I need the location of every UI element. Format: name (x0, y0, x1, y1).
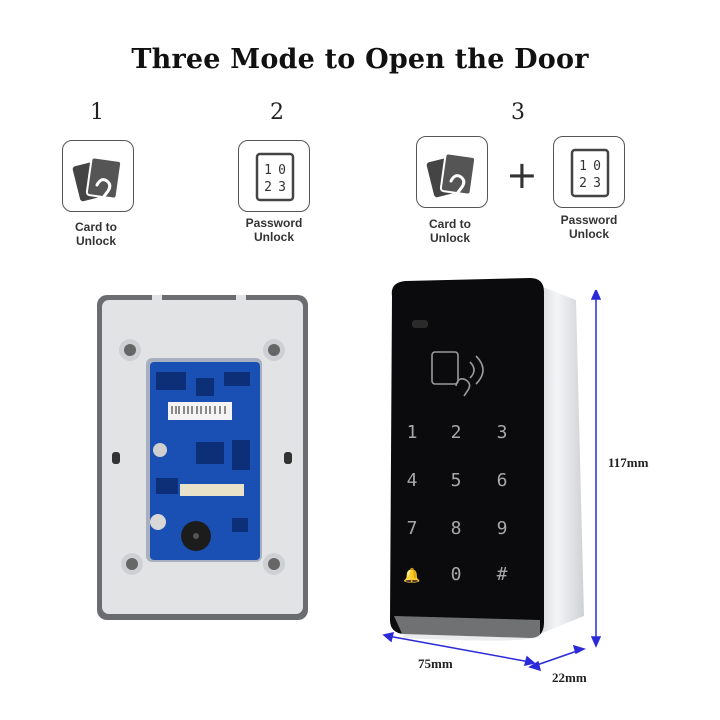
mode-3-password-caption-line1: Password (560, 213, 618, 227)
mode-3-card-tile (416, 136, 488, 208)
keypad-icon-digit-0: 0 (278, 163, 286, 178)
pcb-label-sticker (168, 402, 232, 420)
pcb-connector (180, 484, 244, 496)
mode-3-password-caption-line2: Unlock (568, 227, 609, 241)
keypad-icon: 1 0 2 3 (255, 152, 295, 202)
keypad-key-0: 0 (451, 564, 462, 585)
indicator-led (412, 320, 428, 328)
mode-1-number: 1 (90, 100, 104, 125)
plus-sign: + (506, 153, 538, 197)
keypad-icon-digit-2: 2 (264, 180, 272, 195)
mode-3-number: 3 (511, 100, 525, 125)
mode-2-caption-line1: Password (245, 216, 303, 230)
keypad-key-5: 5 (451, 470, 462, 491)
device-front-photo: 1 2 3 4 5 6 7 8 9 🔔 0 # (390, 278, 584, 641)
keypad-icon-digit-2: 2 (579, 176, 587, 191)
keypad-key-2: 2 (451, 422, 462, 443)
keypad-key-8: 8 (451, 518, 462, 539)
keypad-key-1: 1 (407, 422, 418, 443)
mode-1-caption-line2: Unlock (75, 234, 116, 248)
mode-1-card-tile (62, 140, 134, 212)
mode-3-card-caption: Card to Unlock (395, 217, 505, 245)
mode-2-number: 2 (270, 100, 284, 125)
width-dimension-label: 75mm (418, 656, 453, 671)
device-face (390, 278, 544, 638)
keypad-key-7: 7 (407, 518, 418, 539)
card-icon (72, 156, 123, 202)
keypad-icon: 1 0 2 3 (570, 148, 610, 198)
rfid-card-icon (431, 351, 484, 397)
keypad-icon-digit-0: 0 (593, 159, 601, 174)
device-back-photo (97, 295, 308, 620)
keypad-key-hash: # (497, 564, 508, 585)
keypad-icon-digit-3: 3 (593, 176, 601, 191)
mounting-holes (112, 339, 292, 575)
mode-3-card-caption-line1: Card to (429, 217, 471, 231)
dimension-lines (382, 290, 602, 672)
keypad-key-6: 6 (497, 470, 508, 491)
keypad-icon-digit-1: 1 (264, 163, 272, 178)
mode-3-keypad-tile: 1 0 2 3 (553, 136, 625, 208)
mode-2-keypad-tile: 1 0 2 3 (238, 140, 310, 212)
mode-3-password-caption: Password Unlock (534, 213, 644, 241)
mode-3-card-caption-line2: Unlock (429, 231, 470, 245)
depth-dimension-label: 22mm (552, 670, 587, 685)
keypad-key-9: 9 (497, 518, 508, 539)
mode-2-caption: Password Unlock (219, 216, 329, 244)
keypad-key-bell: 🔔 (403, 567, 420, 584)
keypad-key-4: 4 (407, 470, 418, 491)
height-dimension-label: 117mm (608, 455, 649, 470)
mode-1-caption: Card to Unlock (41, 220, 151, 248)
mode-2-caption-line2: Unlock (253, 230, 294, 244)
card-icon (426, 152, 477, 198)
page-title: Three Mode to Open the Door (131, 44, 589, 75)
keypad-key-3: 3 (497, 422, 508, 443)
keypad-icon-digit-1: 1 (579, 159, 587, 174)
mode-1-caption-line1: Card to (75, 220, 117, 234)
keypad: 1 2 3 4 5 6 7 8 9 🔔 0 # (403, 422, 507, 585)
keypad-icon-digit-3: 3 (278, 180, 286, 195)
